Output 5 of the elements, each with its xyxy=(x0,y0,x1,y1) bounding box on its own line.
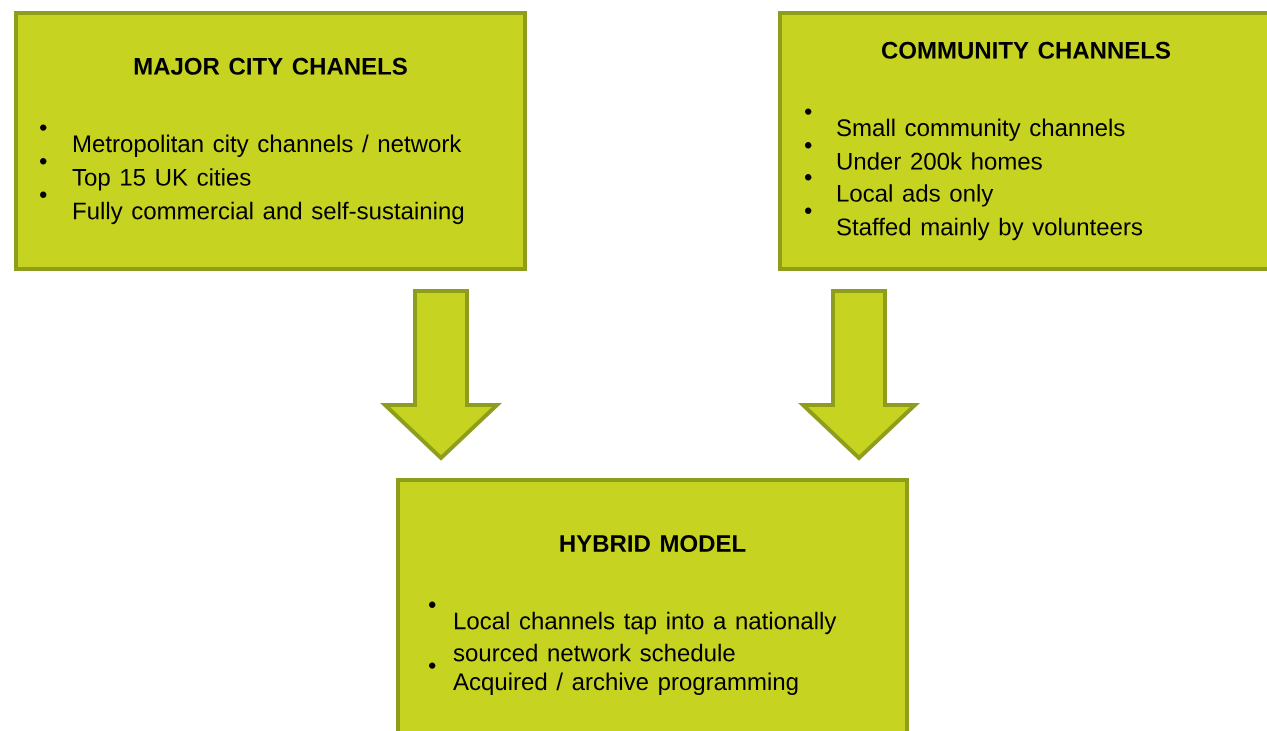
content-box: MAJOR CITY CHANELS Metropolitan city channels / network Top 15 UK cities Fully commercial and self-sustaining xyxy=(14,11,527,271)
content-box: HYBRID MODEL Local channels tap into a nationally sourced network schedule Acquired / archive programming xyxy=(396,478,909,731)
content-box: COMMUNITY CHANNELS Small community channels Under 200k homes Local ads only Staffed mainly by volunteers xyxy=(778,11,1267,271)
block-arrow xyxy=(798,289,921,461)
block-arrow xyxy=(380,289,503,461)
